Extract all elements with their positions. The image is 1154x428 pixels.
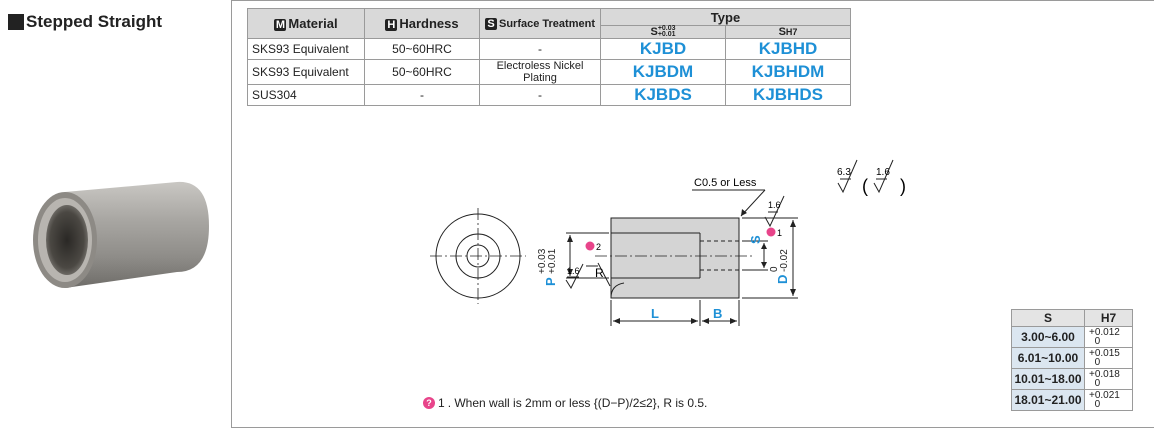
- type-s-header: S +0.03 +0.01: [600, 24, 726, 40]
- footnote-mark: 1: [438, 396, 445, 410]
- title-square-icon: [8, 14, 24, 30]
- product-photo: [33, 181, 209, 288]
- part-code-h[interactable]: KJBHDM: [725, 59, 851, 86]
- roughness-symbol-main: [565, 159, 894, 290]
- tol-header-s: S: [1011, 309, 1085, 327]
- tolerance-table: S H7 3.00~6.00 +0.012 0 6.01~10.00 +0.01…: [1011, 309, 1133, 411]
- l-label: L: [651, 306, 659, 321]
- tol-upper: +0.018: [1089, 369, 1120, 380]
- material-header-label: Material: [288, 16, 338, 32]
- material-cell: SUS304: [247, 84, 365, 107]
- tol-s-cell: 18.01~21.00: [1011, 389, 1085, 411]
- type-h-header: SH7: [725, 24, 851, 40]
- hardness-badge: H: [385, 19, 398, 32]
- b-label: B: [713, 306, 722, 321]
- type-s-tol-upper: +0.03: [657, 25, 676, 33]
- hardness-header-label: Hardness: [399, 16, 459, 32]
- section-title: Stepped Straight: [8, 12, 162, 32]
- tol-h7-cell: +0.018 0: [1084, 368, 1133, 390]
- table-row: SUS304 - - KJBDS KJBHDS: [247, 84, 851, 107]
- d-tol-upper: 0: [769, 266, 780, 272]
- type-s-tol-lower: +0.01: [657, 31, 676, 39]
- d-label: D: [775, 275, 790, 284]
- p-label: P: [543, 277, 558, 286]
- table-row: 6.01~10.00 +0.015 0: [1011, 347, 1133, 369]
- tol-s-cell: 10.01~18.00: [1011, 368, 1085, 390]
- arrowheads: [567, 209, 796, 324]
- paren-close: ): [900, 176, 906, 196]
- table-row: 10.01~18.00 +0.018 0: [1011, 368, 1133, 390]
- table-row: 3.00~6.00 +0.012 0: [1011, 326, 1133, 348]
- footnote: ? 1. When wall is 2mm or less {(D−P)/2≤2…: [423, 396, 707, 410]
- roughness-value-1: 6.3: [837, 167, 851, 178]
- d-dimension: D 0 -0.02: [769, 249, 790, 284]
- part-code-s[interactable]: KJBDM: [600, 59, 726, 86]
- note-marker-icon: ?: [423, 397, 435, 409]
- p-tol-upper: +0.03: [537, 248, 548, 274]
- surface-badge: S: [485, 17, 497, 30]
- note-marker-2-label: 2: [596, 242, 601, 252]
- note-marker-1-label: 1: [777, 228, 782, 238]
- type-s-label: S: [650, 26, 658, 38]
- p-tol-lower: +0.01: [547, 248, 558, 274]
- tol-lower: 0: [1094, 378, 1101, 389]
- tol-upper: +0.015: [1089, 348, 1120, 359]
- table-row: SKS93 Equivalent 50~60HRC Electroless Ni…: [247, 59, 851, 86]
- part-code-h[interactable]: KJBHD: [725, 38, 851, 61]
- material-cell: SKS93 Equivalent: [247, 38, 365, 61]
- d-tol-lower: -0.02: [779, 249, 790, 272]
- surface-header-label: Surface Treatment: [499, 17, 595, 30]
- hardness-cell: 50~60HRC: [364, 59, 480, 86]
- tol-lower: 0: [1094, 357, 1101, 368]
- footnote-text: . When wall is 2mm or less {(D−P)/2≤2}, …: [447, 396, 708, 410]
- r-label: R: [595, 266, 604, 280]
- roughness-value-3: 1.6: [567, 266, 580, 276]
- note-marker-2-icon: [585, 241, 595, 251]
- tol-upper: +0.012: [1089, 327, 1120, 338]
- tol-h7-cell: +0.012 0: [1084, 326, 1133, 348]
- p-dimension: P +0.03 +0.01: [537, 248, 558, 286]
- table-row: 18.01~21.00 +0.021 0: [1011, 389, 1133, 411]
- roughness-value-4: 1.6: [768, 200, 781, 210]
- side-view: [566, 189, 798, 326]
- section-title-text: Stepped Straight: [26, 12, 163, 31]
- table-row: SKS93 Equivalent 50~60HRC - KJBD KJBHD: [247, 38, 851, 61]
- tol-h7-cell: +0.015 0: [1084, 347, 1133, 369]
- tol-lower: 0: [1094, 399, 1101, 410]
- tol-s-cell: 6.01~10.00: [1011, 347, 1085, 369]
- note-marker-1-icon: [766, 227, 776, 237]
- type-h-sub: H7: [785, 27, 798, 38]
- roughness-value-2: 1.6: [876, 167, 890, 178]
- paren-open: (: [862, 176, 868, 196]
- tol-upper: +0.021: [1089, 390, 1120, 401]
- tol-lower: 0: [1094, 336, 1101, 347]
- type-header: Type: [600, 8, 851, 26]
- part-code-s[interactable]: KJBDS: [600, 84, 726, 107]
- tol-header-h7: H7: [1084, 309, 1133, 327]
- material-badge: M: [274, 19, 287, 32]
- left-panel: Stepped Straight: [0, 0, 232, 428]
- tol-s-cell: 3.00~6.00: [1011, 326, 1085, 348]
- s-label: S: [748, 235, 763, 244]
- part-code-h[interactable]: KJBHDS: [725, 84, 851, 107]
- tol-h7-cell: +0.021 0: [1084, 389, 1133, 411]
- s-dimension: S: [748, 235, 763, 244]
- chamfer-label: C0.5 or Less: [694, 177, 757, 189]
- type-h-label: S: [778, 26, 786, 39]
- front-view: [430, 208, 526, 304]
